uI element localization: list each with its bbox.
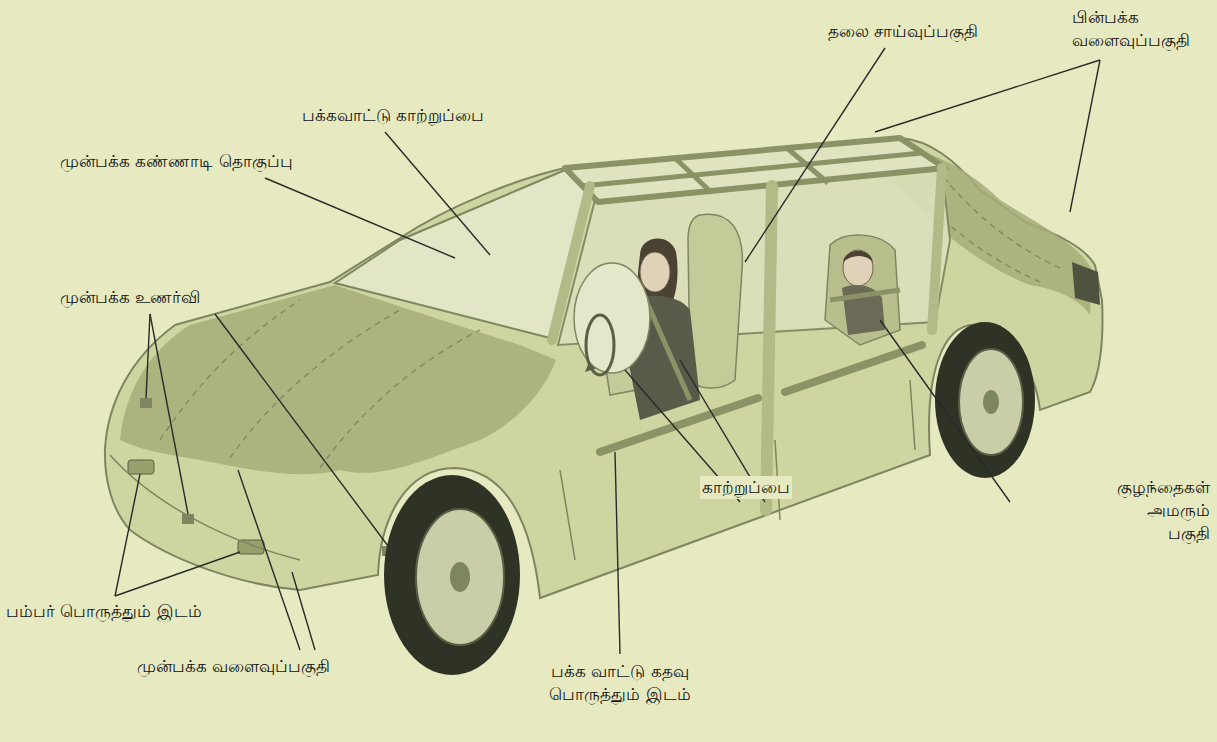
front-sensor bbox=[140, 398, 152, 408]
driver-seat bbox=[688, 214, 742, 388]
leader-line bbox=[115, 552, 240, 596]
leader-line bbox=[146, 314, 150, 398]
part-label: தலை சாய்வுப்பகுதி bbox=[826, 20, 980, 43]
leader-line bbox=[215, 314, 388, 546]
leader-line bbox=[385, 132, 490, 255]
front-tire bbox=[384, 475, 520, 675]
leader-line bbox=[875, 60, 1100, 132]
roof-frame bbox=[565, 138, 945, 202]
part-label: முன்பக்க வளைவுப்பகுதி bbox=[135, 655, 332, 678]
door-edge bbox=[560, 380, 915, 560]
tail-light bbox=[1072, 262, 1100, 305]
c-pillar bbox=[932, 168, 942, 330]
door-beam bbox=[785, 345, 922, 392]
roof-bars bbox=[582, 148, 922, 193]
leader-line bbox=[292, 572, 315, 650]
driver-head bbox=[640, 252, 670, 292]
leader-line bbox=[265, 178, 455, 258]
leader-line bbox=[150, 314, 188, 514]
front-hub bbox=[450, 562, 470, 592]
leader-line bbox=[115, 474, 140, 596]
rear-rim bbox=[959, 349, 1023, 455]
part-label: பின்பக்க வளைவுப்பகுதி bbox=[1070, 6, 1192, 52]
child-seat bbox=[825, 235, 900, 345]
steering-wheel bbox=[586, 315, 614, 375]
leader-line bbox=[615, 452, 620, 654]
part-label: பக்க வாட்டு கதவு பொருத்தும் இடம் bbox=[526, 660, 715, 706]
rear-tire bbox=[935, 322, 1035, 478]
bumper-mount bbox=[128, 460, 154, 474]
car-body bbox=[105, 138, 1103, 598]
part-label: பக்கவாட்டு காற்றுப்பை bbox=[300, 104, 486, 127]
part-label: பம்பர் பொருத்தும் இடம் bbox=[4, 600, 204, 623]
child-hair bbox=[843, 251, 873, 262]
part-label: முன்பக்க கண்ணாடி தொகுப்பு bbox=[58, 150, 295, 173]
leader-line bbox=[1070, 60, 1100, 212]
windshield bbox=[335, 170, 590, 338]
leader-line bbox=[880, 320, 1010, 502]
child-head bbox=[843, 250, 873, 286]
zone-dashes bbox=[160, 300, 480, 468]
a-pillar bbox=[552, 186, 590, 340]
bumper-line bbox=[110, 455, 300, 560]
leader-line bbox=[745, 48, 885, 262]
front-rim bbox=[416, 509, 504, 645]
leader-lines bbox=[115, 48, 1100, 654]
part-label: முன்பக்க உணர்வி bbox=[58, 286, 202, 309]
b-pillar bbox=[766, 186, 772, 510]
child-belt bbox=[830, 290, 900, 300]
part-label: காற்றுப்பை bbox=[700, 476, 792, 499]
rear-hub bbox=[983, 390, 999, 414]
part-label: குழந்தைகள் அமரும் பகுதி bbox=[1115, 476, 1212, 545]
seat-belt bbox=[645, 298, 690, 400]
leader-line bbox=[238, 470, 300, 650]
door-beam bbox=[600, 398, 758, 452]
